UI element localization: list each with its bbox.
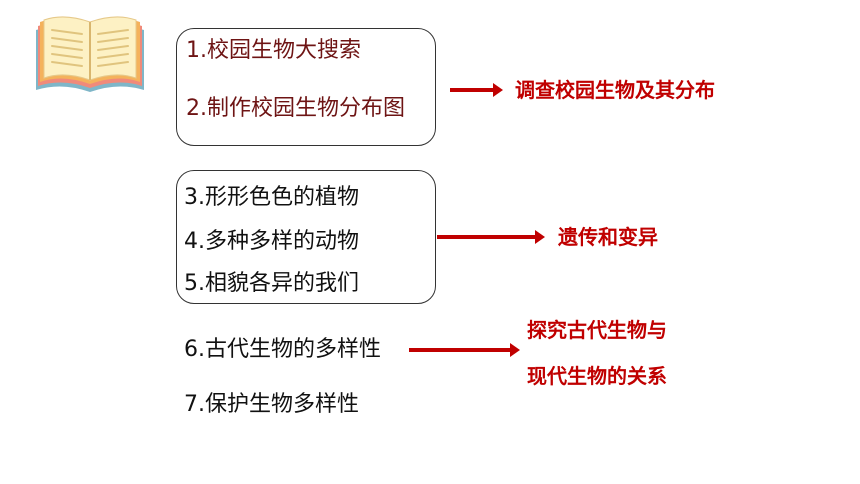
group-1-box xyxy=(176,28,436,146)
group-1-item-1: 1.校园生物大搜索 xyxy=(186,38,361,63)
group-2-item-1: 3.形形色色的植物 xyxy=(184,185,359,210)
group-3-result-line-2: 现代生物的关系 xyxy=(527,364,667,388)
group-1-item-2: 2.制作校园生物分布图 xyxy=(186,96,405,121)
group-3-item-1: 6.古代生物的多样性 xyxy=(184,337,381,362)
group-2-item-3: 5.相貌各异的我们 xyxy=(184,271,359,296)
group-3-result-line-1: 探究古代生物与 xyxy=(527,318,667,342)
group-2-result: 遗传和变异 xyxy=(558,225,658,249)
group-3-item-2: 7.保护生物多样性 xyxy=(184,392,359,417)
open-book-icon xyxy=(36,16,144,93)
group-1-arrow xyxy=(450,83,503,97)
group-2-box xyxy=(176,170,436,304)
group-3-arrow xyxy=(409,343,520,357)
group-2-arrow xyxy=(437,230,545,244)
group-1-result: 调查校园生物及其分布 xyxy=(515,78,715,102)
group-2-item-2: 4.多种多样的动物 xyxy=(184,229,359,254)
